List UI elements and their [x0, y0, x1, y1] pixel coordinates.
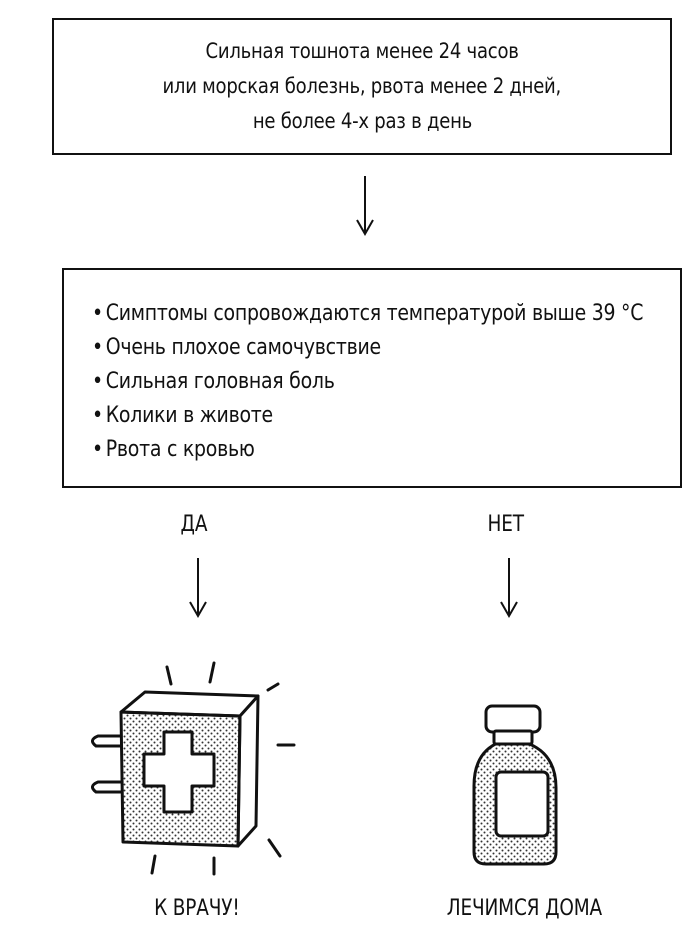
- bullet: •: [92, 403, 103, 428]
- no-label: НЕТ: [487, 512, 524, 537]
- condition-line-3: не более 4-х раз в день: [252, 109, 472, 133]
- symptoms-list: •Симптомы сопровождаются температурой вы…: [92, 297, 695, 467]
- first-aid-kit-icon: [91, 661, 296, 876]
- arrow-top-to-symptoms: [356, 176, 374, 237]
- symptom-item: •Симптомы сопровождаются температурой вы…: [92, 297, 643, 331]
- condition-line-1: Сильная тошнота менее 24 часов: [205, 39, 519, 63]
- bullet: •: [92, 369, 103, 394]
- yes-label: ДА: [180, 512, 208, 537]
- arrow-no: [500, 558, 518, 619]
- symptom-text: Сильная головная боль: [105, 369, 335, 394]
- symptom-text: Очень плохое самочувствие: [105, 335, 381, 360]
- symptom-text: Рвота с кровью: [105, 437, 255, 462]
- symptom-item: •Рвота с кровью: [92, 433, 643, 467]
- arrow-yes: [189, 558, 207, 619]
- condition-line-2: или морская болезнь, рвота менее 2 дней,: [162, 74, 562, 98]
- bullet: •: [92, 301, 103, 326]
- symptom-text: Колики в животе: [105, 403, 273, 428]
- medicine-bottle-icon: [472, 704, 558, 866]
- symptom-item: •Сильная головная боль: [92, 365, 643, 399]
- bullet: •: [92, 437, 103, 462]
- symptom-item: •Колики в животе: [92, 399, 643, 433]
- symptom-item: •Очень плохое самочувствие: [92, 331, 643, 365]
- symptom-text: Симптомы сопровождаются температурой выш…: [105, 301, 644, 326]
- condition-box: Сильная тошнота менее 24 часов или морск…: [52, 18, 672, 155]
- bullet: •: [92, 335, 103, 360]
- doctor-label: К ВРАЧУ!: [154, 896, 240, 921]
- symptoms-box: •Симптомы сопровождаются температурой вы…: [62, 268, 682, 488]
- home-treatment-label: ЛЕЧИМСЯ ДОМА: [446, 896, 602, 921]
